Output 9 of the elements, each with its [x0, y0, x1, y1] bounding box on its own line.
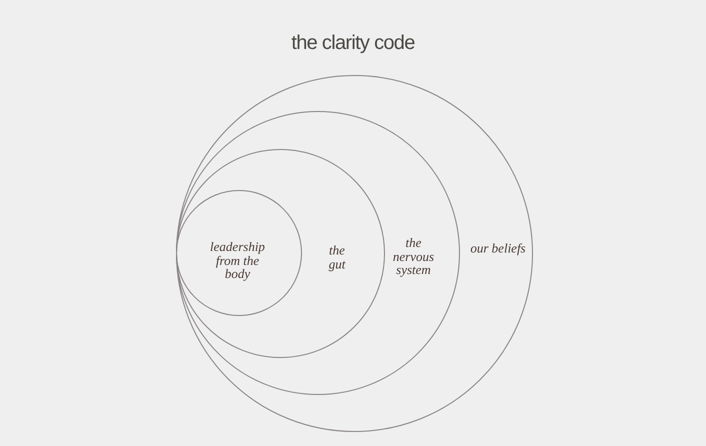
circle-label: leadership from the body [209, 240, 266, 280]
circle-label: our beliefs [470, 241, 526, 255]
nested-circle [176, 111, 460, 395]
diagram-title: the clarity code [291, 31, 415, 55]
circle-label: the gut [328, 244, 347, 270]
nested-circle [176, 148, 384, 358]
nested-circle [176, 74, 532, 432]
circle-label: the nervous system [392, 236, 436, 276]
nested-circle [176, 190, 302, 316]
